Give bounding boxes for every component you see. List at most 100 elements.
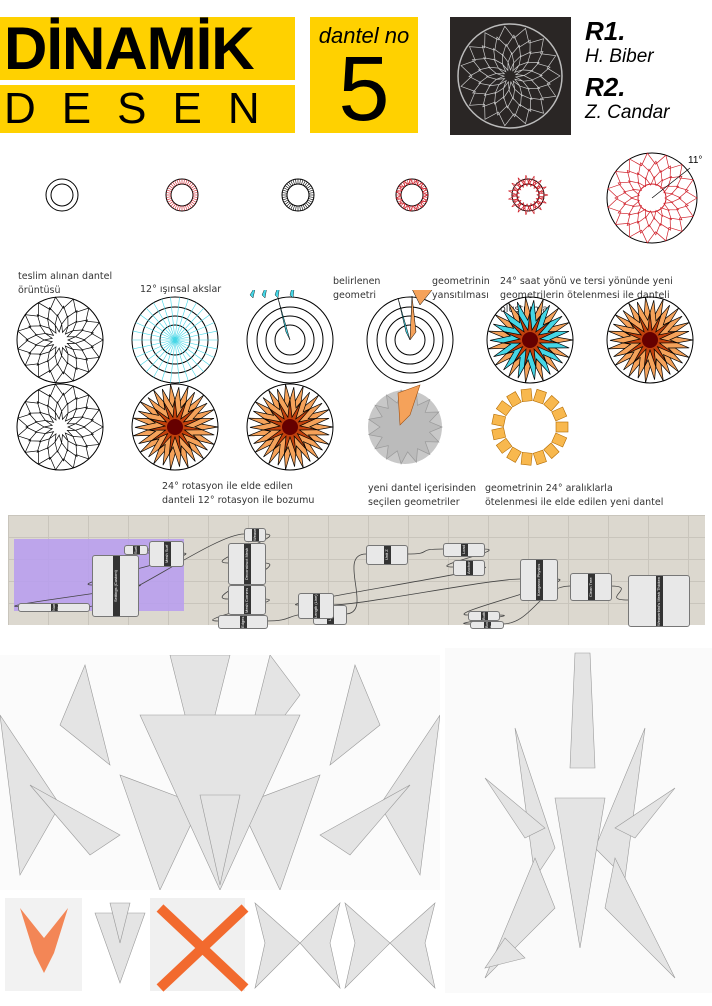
gh-node-label: Settings (Custom) bbox=[112, 556, 120, 616]
ray bbox=[282, 196, 288, 198]
gh-node[interactable]: Mesh Surf bbox=[149, 541, 184, 567]
star-pattern bbox=[508, 174, 549, 216]
ring bbox=[246, 296, 334, 384]
gh-node-label: Anchor bbox=[466, 561, 473, 575]
gh-node-label: Number Slider bbox=[51, 604, 58, 611]
ring bbox=[385, 315, 435, 365]
subtitle-box: DESEN bbox=[0, 85, 295, 133]
gh-node[interactable]: Number Slider bbox=[18, 603, 90, 612]
gh-node[interactable]: Edges bbox=[218, 615, 268, 629]
ray bbox=[191, 187, 197, 191]
ray bbox=[166, 196, 172, 198]
process-diagrams bbox=[16, 290, 694, 471]
ray bbox=[170, 297, 176, 341]
mesh-spike bbox=[299, 902, 341, 990]
gh-node[interactable]: Length (Line) bbox=[298, 593, 334, 619]
gh-node[interactable]: Anchor bbox=[453, 560, 485, 576]
gh-node-label: Deconstruct Mesh bbox=[244, 544, 251, 584]
ray bbox=[419, 202, 424, 207]
mirrored-shape bbox=[412, 290, 433, 306]
ring bbox=[400, 183, 424, 207]
mesh-spike bbox=[29, 784, 121, 856]
caption: 24° saat yönü ve tersi yönünde yeni geom… bbox=[500, 276, 673, 315]
ring bbox=[274, 324, 306, 356]
caption: yeni dantel içerisinden seçilen geometri… bbox=[368, 483, 477, 508]
ray bbox=[420, 185, 426, 189]
gh-node[interactable]: Kangaroo Physics bbox=[520, 559, 558, 601]
ray bbox=[179, 205, 181, 211]
star-pattern bbox=[25, 392, 95, 462]
mirrored-shape bbox=[409, 295, 417, 341]
ray bbox=[308, 192, 314, 194]
gh-node[interactable]: Deconstruct Mesh bbox=[228, 543, 266, 585]
gh-wire bbox=[14, 584, 141, 607]
gh-node[interactable]: Surface bbox=[124, 545, 148, 555]
ray bbox=[404, 180, 408, 186]
lace-unit bbox=[506, 446, 522, 463]
mesh-spike bbox=[594, 727, 646, 879]
ray bbox=[307, 187, 313, 191]
ray bbox=[186, 180, 190, 186]
mesh-spike bbox=[514, 727, 556, 879]
ray bbox=[409, 179, 411, 185]
gh-node[interactable]: Button bbox=[468, 611, 500, 621]
ring bbox=[366, 296, 454, 384]
gh-node[interactable]: Mesh Corners bbox=[228, 585, 266, 615]
gh-node[interactable]: Load bbox=[443, 543, 485, 557]
star-pattern bbox=[367, 389, 443, 465]
star-pattern bbox=[34, 401, 87, 453]
lace-unit bbox=[520, 388, 533, 402]
star-pattern bbox=[17, 383, 104, 471]
ray bbox=[192, 192, 198, 194]
lace-unit bbox=[506, 391, 522, 408]
mesh-spike bbox=[554, 797, 606, 949]
ray bbox=[161, 339, 176, 381]
star-pattern bbox=[34, 314, 87, 366]
ray bbox=[132, 330, 176, 341]
title-line-1: DİNAMİK bbox=[4, 15, 255, 82]
force-x bbox=[156, 904, 249, 992]
mesh-spike bbox=[344, 902, 391, 989]
ray bbox=[186, 204, 190, 210]
gh-node[interactable]: Unit Z bbox=[366, 545, 408, 565]
ray bbox=[292, 179, 295, 185]
geometry-shape bbox=[289, 290, 295, 299]
gh-node[interactable]: Clean Tree bbox=[570, 573, 612, 601]
gh-node[interactable]: Boolean Toggle bbox=[470, 621, 504, 629]
ray bbox=[308, 189, 314, 192]
ray bbox=[190, 185, 196, 189]
ray bbox=[188, 181, 192, 187]
gh-node-label: Kangaroo Physics bbox=[536, 560, 543, 600]
lace-unit bbox=[491, 413, 506, 427]
ray bbox=[153, 339, 176, 378]
ring bbox=[50, 183, 74, 207]
ray bbox=[282, 198, 288, 201]
ring bbox=[265, 315, 315, 365]
gh-node[interactable]: Weave bbox=[244, 528, 266, 542]
render-thumbnails bbox=[5, 898, 436, 992]
ray bbox=[174, 339, 180, 383]
gh-node[interactable]: Settings (Custom) bbox=[92, 555, 139, 617]
ray bbox=[174, 299, 189, 341]
ray bbox=[304, 181, 308, 187]
ring bbox=[376, 306, 444, 374]
ring bbox=[170, 183, 194, 207]
ray bbox=[167, 187, 173, 191]
construction-steps: 11° bbox=[45, 152, 702, 244]
ray bbox=[174, 314, 210, 341]
ray bbox=[189, 183, 194, 188]
gh-node[interactable]: Weaverbird's Mesh Thicken bbox=[628, 575, 690, 627]
ray bbox=[140, 339, 176, 366]
ray bbox=[174, 302, 197, 341]
ray bbox=[172, 181, 176, 187]
ray bbox=[176, 205, 179, 211]
center bbox=[282, 419, 298, 435]
gh-wire bbox=[501, 585, 571, 625]
lace-unit bbox=[543, 442, 560, 460]
ray bbox=[283, 199, 289, 203]
ring bbox=[457, 23, 563, 129]
ray bbox=[174, 204, 178, 210]
caption: belirlenen geometri bbox=[333, 276, 381, 301]
